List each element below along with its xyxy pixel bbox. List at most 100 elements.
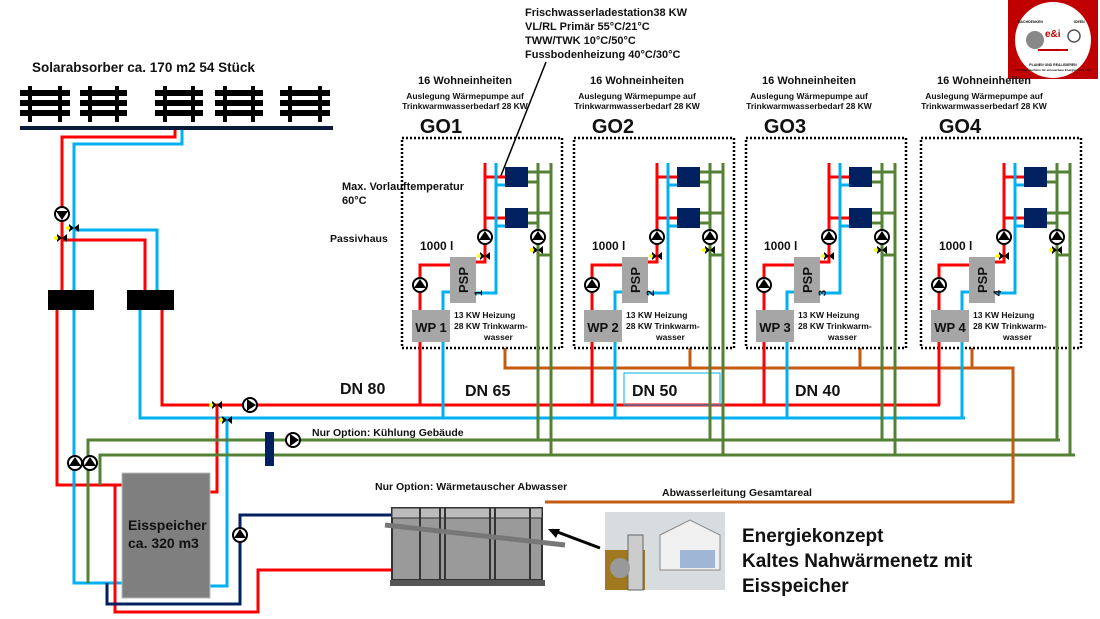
tank-volume: 1000 l — [939, 239, 972, 253]
supply-pipe — [995, 163, 1006, 264]
fresh-water-spec: Fussbodenheizung 40°C/30°C — [525, 49, 681, 61]
pump-icon — [54, 206, 70, 222]
buffer-tank-number: 4 — [992, 289, 1004, 296]
return-pipe — [785, 290, 794, 418]
pump-icon — [996, 229, 1012, 245]
pump-icon — [242, 397, 258, 413]
solar-absorber-module — [280, 86, 330, 122]
units-label: 16 Wohneinheiten — [937, 75, 1031, 87]
units-label: 16 Wohneinheiten — [590, 75, 684, 87]
heat-pump-spec: 13 KW Heizung — [973, 310, 1034, 320]
return-pipe — [995, 163, 1017, 295]
building-title: GO2 — [592, 116, 634, 138]
heat-exchanger-1 — [48, 290, 94, 310]
heat-pump-spec: 13 KW Heizung — [798, 310, 859, 320]
logo-text: PLANEN UND REALISIEREN — [1029, 63, 1077, 67]
building-title: GO3 — [764, 116, 806, 138]
heat-pump-spec: 28 KW Trinkwarm- — [973, 321, 1047, 331]
ice-storage-illustration — [605, 512, 725, 591]
design-label: Auslegung Wärmepumpe auf — [578, 91, 696, 101]
heat-pump-label: WP 2 — [587, 320, 619, 335]
supply-pipe — [418, 263, 450, 405]
tank-volume: 1000 l — [592, 239, 625, 253]
ice-storage-tank — [121, 472, 211, 599]
pump-icon — [67, 455, 83, 471]
heat-pump-label: WP 3 — [759, 320, 791, 335]
pipe-size-dn50: DN 50 — [632, 383, 677, 400]
pump-icon — [821, 229, 837, 245]
svg-text:e&i: e&i — [1045, 29, 1061, 40]
buffer-tank-number: 1 — [473, 290, 485, 296]
fresh-water-station — [849, 208, 872, 228]
pointer-arrow — [551, 528, 601, 550]
supply-pipe — [62, 238, 147, 290]
solar-absorber-module — [20, 86, 70, 122]
fresh-water-station — [1024, 167, 1047, 187]
heat-pump-spec: wasser — [1002, 332, 1033, 342]
return-pipe — [441, 290, 450, 418]
title-line-2: Kaltes Nahwärmenetz mit — [742, 551, 973, 572]
company-logo: NACHDENKEN IDEEN e&i PLANEN UND REALISIE… — [1008, 0, 1098, 79]
fresh-water-station — [849, 167, 872, 187]
supply-pipe — [648, 163, 659, 264]
design-label: Auslegung Wärmepumpe auf — [750, 91, 868, 101]
return-pipe — [210, 418, 229, 588]
fresh-water-station — [505, 167, 528, 187]
pump-icon — [477, 229, 493, 245]
fresh-water-station — [1024, 208, 1047, 228]
design-label: Trinkwarmwasserbedarf 28 KW — [746, 101, 873, 111]
logo-text: IDEEN — [1074, 20, 1085, 24]
solar-absorber-module — [155, 86, 203, 122]
building-boundary — [919, 136, 1083, 350]
pump-icon — [584, 277, 600, 293]
design-label: Auslegung Wärmepumpe auf — [925, 91, 1043, 101]
solar-absorber-module — [215, 86, 263, 122]
heat-pump-spec: 13 KW Heizung — [626, 310, 687, 320]
wastewater-heat-exchanger — [384, 507, 566, 586]
pump-icon — [874, 229, 890, 245]
heat-pump — [584, 310, 622, 342]
buffer-tank-label: PSP — [975, 267, 990, 293]
passivhaus-label: Passivhaus — [330, 233, 388, 245]
building-title: GO4 — [939, 116, 982, 138]
supply-pipe — [210, 405, 219, 494]
wastewater-line-label: Abwasserleitung Gesamtareal — [662, 487, 812, 499]
title-line-1: Energiekonzept — [742, 526, 884, 547]
heat-pump — [412, 310, 450, 342]
design-label: Auslegung Wärmepumpe auf — [406, 91, 524, 101]
ice-storage-label: Eisspeicher — [128, 517, 207, 533]
tank-volume: 1000 l — [420, 239, 453, 253]
max-temp-value: 60°C — [342, 195, 367, 207]
pump-icon — [530, 229, 546, 245]
building-boundary — [572, 136, 736, 350]
main-return-pipe — [138, 310, 965, 420]
fresh-water-spec: VL/RL Primär 55°C/21°C — [525, 21, 650, 33]
pump-icon — [232, 527, 248, 543]
buffer-tank — [969, 257, 995, 303]
pump-icon — [649, 229, 665, 245]
buffer-tank — [794, 257, 820, 303]
units-label: 16 Wohneinheiten — [762, 75, 856, 87]
fresh-water-station — [677, 208, 700, 228]
design-label: Trinkwarmwasserbedarf 28 KW — [574, 101, 701, 111]
fresh-water-spec: TWW/TWK 10°C/50°C — [525, 35, 636, 47]
solar-absorber-module — [80, 86, 127, 122]
return-pipe — [74, 228, 159, 290]
heat-pump-spec: wasser — [483, 332, 514, 342]
ice-storage-volume: ca. 320 m3 — [128, 535, 199, 551]
heat-pump-label: WP 1 — [415, 320, 447, 335]
heat-pump-spec: 13 KW Heizung — [454, 310, 515, 320]
pipe-size-dn80: DN 80 — [340, 381, 385, 398]
heat-pump-spec: 28 KW Trinkwarm- — [626, 321, 700, 331]
heat-exchanger-2 — [127, 290, 174, 310]
logo-text: E&I Ingenieurbüro für erneuerbare Energi… — [1015, 68, 1092, 72]
solar-absorber-array — [20, 86, 330, 122]
return-pipe — [648, 163, 670, 295]
wastewater-hx-option-label: Nur Option: Wärmetauscher Abwasser — [375, 481, 567, 493]
building-title: GO1 — [420, 116, 462, 138]
supply-pipe — [820, 163, 831, 264]
fresh-water-spec: Frischwasserladestation38 KW — [525, 7, 688, 19]
